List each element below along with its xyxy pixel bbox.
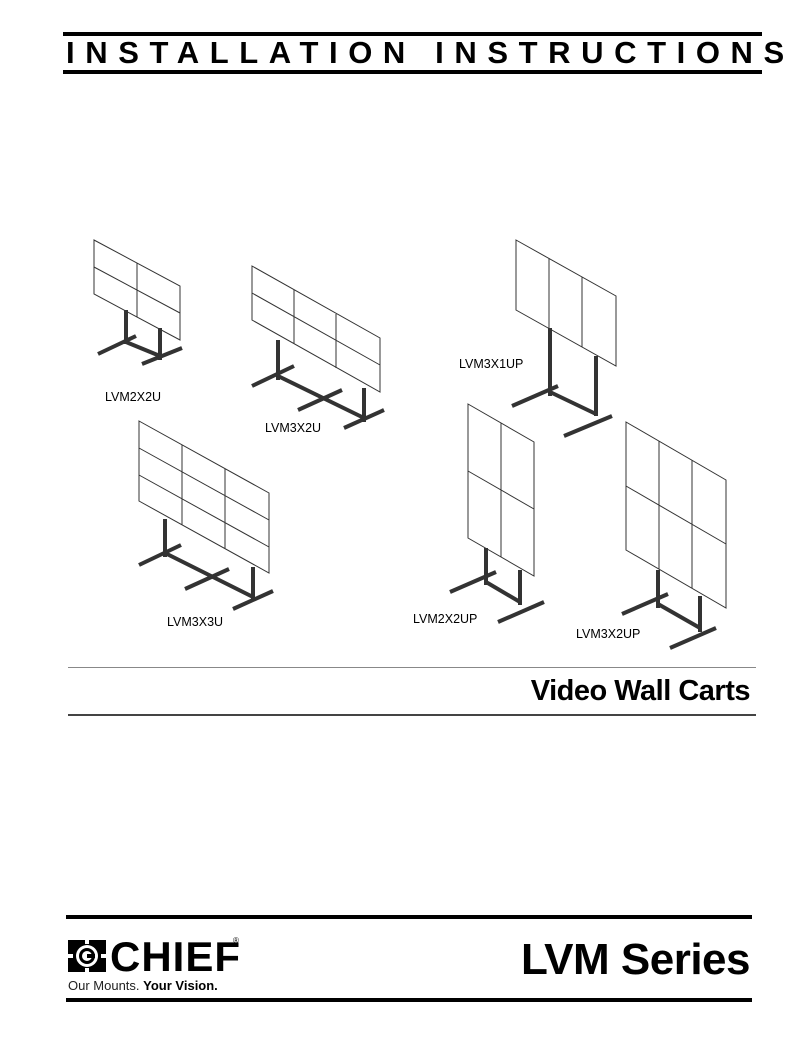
product-label-lvm3x2up: LVM3X2UP: [576, 627, 641, 641]
illustration-lvm2x2u: [93, 239, 183, 366]
illustration-lvm3x2up: [621, 421, 727, 650]
tagline-regular: Our Mounts.: [68, 978, 140, 993]
subtitle-bottom-rule: [68, 714, 756, 716]
illustration-lvm3x3u: [138, 420, 274, 611]
chief-logo-icon: [68, 940, 106, 972]
registered-mark: ®: [233, 936, 239, 945]
product-label-lvm3x2u: LVM3X2U: [265, 421, 322, 435]
header-bottom-rule: [63, 70, 762, 74]
header-top-rule: [63, 32, 762, 36]
product-label-lvm2x2up: LVM2X2UP: [413, 612, 478, 626]
illustration-lvm2x2up: [449, 403, 545, 624]
footer-bottom-rule: [66, 998, 752, 1002]
product-label-lvm3x3u: LVM3X3U: [167, 615, 224, 629]
subtitle-top-rule: [68, 667, 756, 668]
footer-top-rule: [66, 915, 752, 919]
product-label-lvm2x2u: LVM2X2U: [105, 390, 162, 404]
illustration-lvm3x2u: [251, 265, 385, 430]
product-label-lvm3x1up: LVM3X1UP: [459, 357, 524, 371]
document-subtitle: Video Wall Carts: [530, 675, 751, 707]
product-series-title: LVM Series: [521, 935, 750, 984]
document-title: INSTALLATION INSTRUCTIONS: [66, 35, 795, 70]
tagline-bold: Your Vision.: [143, 978, 218, 993]
brand-name: CHIEF: [110, 933, 241, 980]
brand-tagline: Our Mounts. Your Vision.: [68, 978, 218, 993]
illustration-lvm3x1up: [511, 239, 617, 438]
